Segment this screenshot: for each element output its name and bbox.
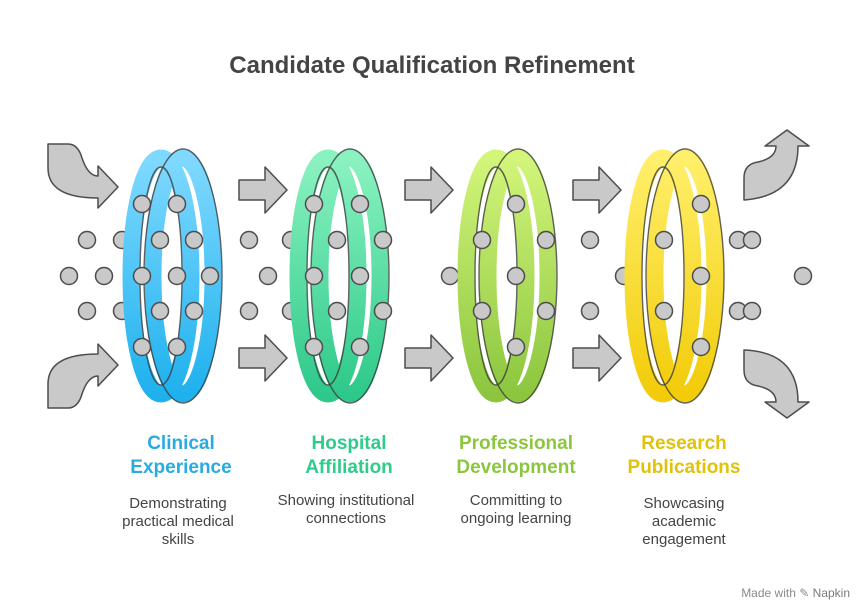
ring-research-publications	[624, 148, 725, 404]
particle-dot	[167, 266, 187, 286]
ring-professional-development	[457, 148, 558, 404]
arrow-right-icon	[572, 334, 622, 382]
particle-dot	[132, 266, 152, 286]
particle-dot	[200, 266, 220, 286]
particle-dot	[184, 230, 204, 250]
arrow-right-icon	[404, 334, 454, 382]
particle-dot	[350, 266, 370, 286]
particle-dot	[691, 266, 711, 286]
particle-dot	[742, 230, 762, 250]
curved-arrow-in-bottom-icon	[47, 343, 119, 409]
particle-dot	[304, 266, 324, 286]
particle-dot	[580, 230, 600, 250]
particle-dot	[239, 301, 259, 321]
particle-dot	[536, 301, 556, 321]
particle-dot	[327, 230, 347, 250]
particle-dot	[691, 194, 711, 214]
ring-outline	[645, 148, 725, 404]
particle-dot	[304, 194, 324, 214]
curved-arrow-in-top-icon	[47, 143, 119, 209]
particle-dot	[239, 230, 259, 250]
arrow-right-icon	[572, 166, 622, 214]
ring-back-edge	[479, 149, 557, 403]
watermark-brand: Napkin	[812, 586, 850, 600]
particle-dot	[59, 266, 79, 286]
particle-dot	[536, 230, 556, 250]
particle-dot	[654, 230, 674, 250]
ring-outline	[478, 148, 558, 404]
particle-dot	[580, 301, 600, 321]
particle-dot	[77, 301, 97, 321]
stage-desc-research-publications: Showcasing academic engagement	[642, 495, 726, 548]
stage-label-professional-development: Professional Development	[456, 433, 576, 478]
particle-dot	[94, 266, 114, 286]
curved-arrow-out-bottom-icon	[743, 349, 810, 419]
particle-dot	[132, 337, 152, 357]
napkin-logo-icon: ✎	[799, 586, 810, 600]
particle-dot	[506, 194, 526, 214]
particle-dot	[373, 230, 393, 250]
particle-dot	[472, 230, 492, 250]
particle-dot	[472, 301, 492, 321]
watermark: Made with ✎ Napkin	[741, 586, 850, 600]
particle-dot	[167, 194, 187, 214]
particle-dot	[150, 230, 170, 250]
particle-dot	[373, 301, 393, 321]
ring-inner-outline	[641, 166, 685, 386]
particle-dot	[184, 301, 204, 321]
particle-dot	[654, 301, 674, 321]
particle-dot	[258, 266, 278, 286]
stage-label-hospital-affiliation: Hospital Affiliation	[305, 433, 393, 478]
particle-dot	[440, 266, 460, 286]
stage-label-research-publications: Research Publications	[627, 433, 741, 478]
particle-dot	[350, 194, 370, 214]
stage-desc-clinical-experience: Demonstrating practical medical skills	[122, 495, 234, 548]
ring-front-edge	[122, 149, 200, 403]
particle-dot	[132, 194, 152, 214]
particle-dot	[742, 301, 762, 321]
curved-arrow-out-top-icon	[743, 129, 810, 201]
particle-dot	[77, 230, 97, 250]
particle-dot	[506, 266, 526, 286]
particle-dot	[793, 266, 813, 286]
stage-desc-hospital-affiliation: Showing institutional connections	[277, 492, 415, 527]
particle-dot	[167, 337, 187, 357]
particle-dot	[691, 337, 711, 357]
particle-dot	[506, 337, 526, 357]
stage-label-clinical-experience: Clinical Experience	[130, 433, 232, 478]
particle-dot	[327, 301, 347, 321]
stage-desc-professional-development: Committing to ongoing learning	[460, 492, 572, 527]
particle-dot	[150, 301, 170, 321]
ring-front-edge	[457, 149, 535, 403]
ring-back-edge	[646, 149, 724, 403]
arrow-right-icon	[238, 166, 288, 214]
particle-dot	[350, 337, 370, 357]
diagram-title: Candidate Qualification Refinement	[229, 52, 635, 79]
watermark-prefix: Made with	[741, 586, 796, 600]
particle-dot	[304, 337, 324, 357]
arrow-right-icon	[404, 166, 454, 214]
arrow-right-icon	[238, 334, 288, 382]
